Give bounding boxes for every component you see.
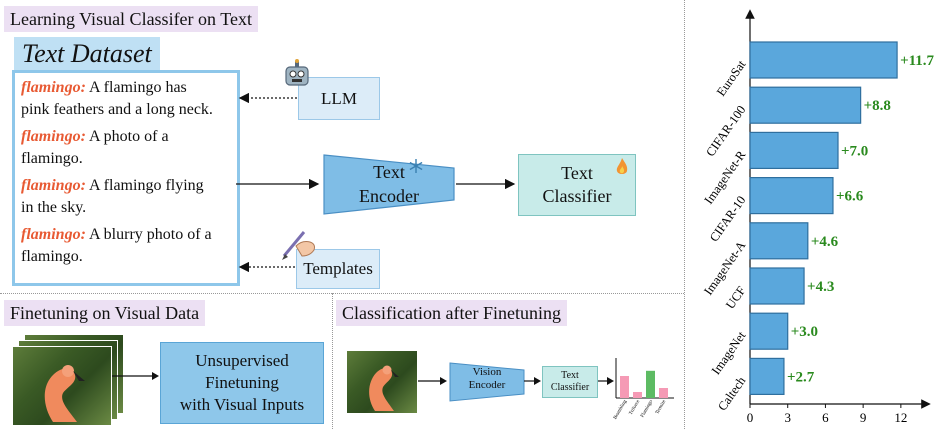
bottom-divider [332, 293, 333, 429]
main-connectors [236, 92, 516, 273]
entry-text: flamingo. [21, 150, 83, 167]
entry-text: A flamingo has [85, 79, 187, 96]
mini-bar-label: Termite [655, 399, 667, 416]
x-tick-label: 12 [894, 410, 907, 425]
dataset-entries: flamingo: A flamingo has pink feathers a… [21, 77, 237, 268]
dataset-entry: flamingo: A flamingo flying in the sky. [21, 175, 237, 219]
flamingo-query-photo [346, 350, 418, 414]
entry-text: A photo of a [85, 128, 169, 145]
fire-icon [616, 158, 628, 174]
dataset-box: flamingo: A flamingo has pink feathers a… [12, 70, 240, 286]
small-classifier-box: Text Classifier [542, 366, 598, 398]
x-tick-label: 0 [747, 410, 754, 425]
middle-divider [0, 293, 684, 294]
dataset-title: Text Dataset [14, 37, 160, 71]
bar [749, 177, 834, 215]
mini-bar [633, 392, 642, 398]
entry-class: flamingo: [21, 79, 86, 96]
entry-class: flamingo: [21, 226, 86, 243]
entry-text: flamingo. [21, 248, 83, 265]
bar [749, 41, 898, 79]
bar [749, 222, 809, 260]
flamingo-photo [12, 346, 112, 426]
vision-encoder-shape [449, 362, 525, 402]
unsupervised-finetuning-box: Unsupervised Finetuning with Visual Inpu… [160, 342, 324, 424]
unsup-label-1: Unsupervised [195, 351, 289, 370]
unsup-label-2: Finetuning [205, 373, 279, 392]
dataset-entry: flamingo: A flamingo has pink feathers a… [21, 77, 237, 121]
category-label: CIFAR-100 [703, 103, 748, 159]
category-label: UCF [723, 284, 748, 312]
templates-label: Templates [303, 259, 373, 278]
classification-connectors [418, 362, 614, 402]
right-divider [684, 0, 685, 429]
vision-encoder-label: Vision Encoder [450, 366, 524, 392]
entry-text: A blurry photo of a [85, 226, 212, 243]
category-label: ImageNet [709, 328, 749, 377]
text-classifier-label-1: Text [561, 163, 593, 183]
entry-text: pink feathers and a long neck. [21, 101, 213, 118]
classify-section-title: Classification after Finetuning [336, 300, 567, 326]
text-classifier-box: Text Classifier [518, 154, 636, 216]
entry-text: A flamingo flying [85, 177, 204, 194]
templates-box: Templates [296, 249, 380, 289]
llm-label: LLM [321, 88, 357, 108]
bar [749, 357, 785, 395]
bar-value-label: +2.7 [787, 369, 815, 385]
dataset-entry: flamingo: A blurry photo of a flamingo. [21, 224, 237, 268]
text-classifier-label-2: Classifier [542, 186, 612, 206]
bar-value-label: +3.0 [791, 324, 818, 340]
flamingo-image [44, 365, 85, 422]
text-encoder-label-2: Encoder [359, 186, 419, 206]
bar-value-label: +8.8 [864, 98, 891, 114]
mini-bar [646, 370, 655, 398]
learning-section-title: Learning Visual Classifer on Text [4, 6, 258, 32]
finetune-section-title: Finetuning on Visual Data [4, 300, 206, 326]
mini-bar [659, 388, 668, 398]
mini-bar-label: Flamingo [640, 399, 654, 419]
bar-value-label: +4.6 [811, 234, 839, 250]
small-classifier-label-2: Classifier [550, 382, 590, 393]
flamingo-query-image [369, 365, 399, 411]
bar [749, 267, 805, 305]
entry-class: flamingo: [21, 128, 86, 145]
vision-encoder-label-1: Vision [472, 366, 502, 378]
x-tick-label: 3 [784, 410, 791, 425]
category-label: Caltech [715, 373, 749, 413]
vision-encoder-label-2: Encoder [468, 379, 506, 391]
bar [749, 131, 839, 169]
bar [749, 312, 789, 350]
unsup-label-3: with Visual Inputs [179, 395, 305, 414]
small-classifier-label-1: Text [561, 370, 579, 381]
bar-value-label: +4.3 [807, 279, 834, 295]
x-tick-label: 9 [860, 410, 867, 425]
improvement-bar-chart: +11.7EuroSat+8.8CIFAR-100+7.0ImageNet-R+… [701, 9, 935, 425]
bar-value-label: +11.7 [900, 53, 934, 69]
entry-text: in the sky. [21, 199, 87, 216]
mini-bar-label: Brambling [613, 399, 628, 420]
category-label: EuroSat [714, 57, 749, 98]
dataset-entry: flamingo: A photo of a flamingo. [21, 126, 237, 170]
text-encoder-label-1: Text [373, 162, 405, 182]
writing-hand-icon [282, 231, 315, 260]
x-tick-label: 6 [822, 410, 829, 425]
bar-value-label: +7.0 [841, 143, 868, 159]
finetune-arrow [112, 372, 159, 380]
mini-bar-label: Triforce [629, 399, 642, 416]
robot-icon [285, 59, 309, 86]
bar-value-label: +6.6 [836, 189, 864, 205]
bar [749, 86, 862, 124]
snowflake-icon [409, 159, 423, 173]
mini-bar [620, 376, 629, 398]
entry-class: flamingo: [21, 177, 86, 194]
llm-box: LLM [298, 77, 380, 120]
text-encoder-label: Text Encoder [324, 160, 454, 208]
